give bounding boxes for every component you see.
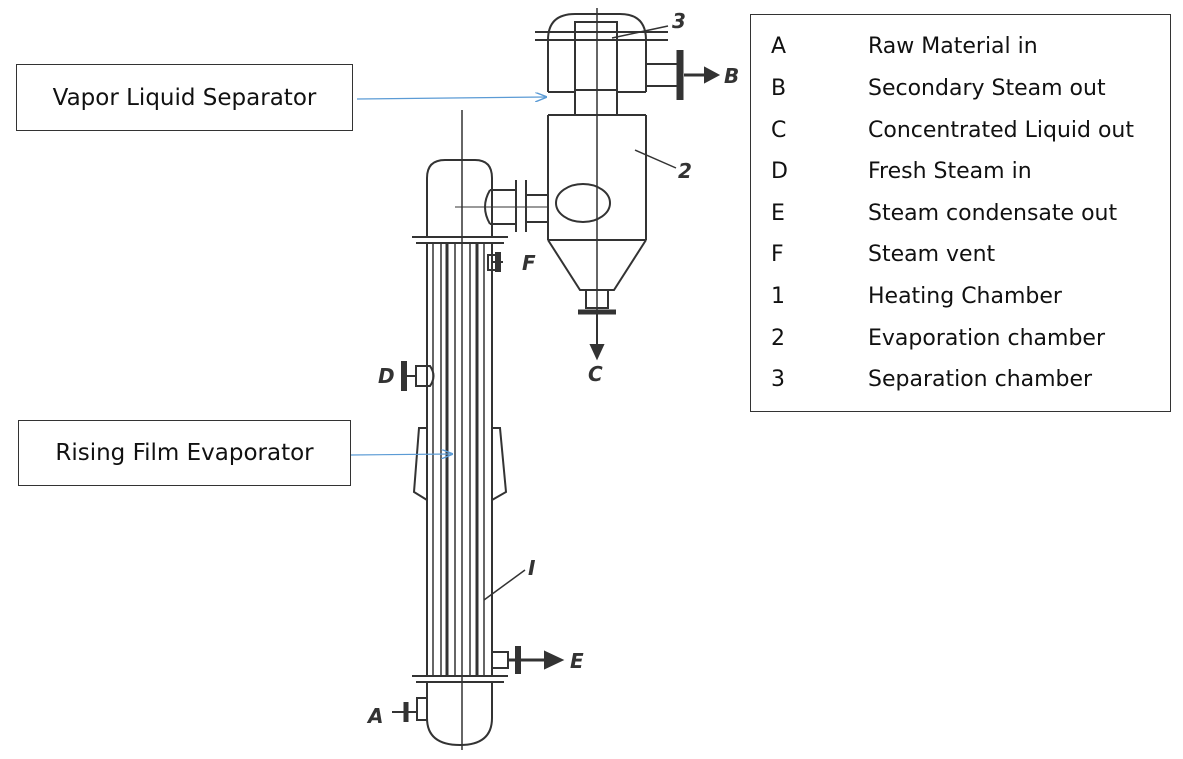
callout-arrow-evaporator bbox=[350, 454, 452, 455]
callout-rising-film-evaporator: Rising Film Evaporator bbox=[18, 420, 351, 486]
legend-row-3: 3 Separation chamber bbox=[751, 365, 1170, 395]
leader-1 bbox=[483, 569, 526, 601]
legend-desc: Secondary Steam out bbox=[868, 76, 1106, 101]
legend-row-1: 1 Heating Chamber bbox=[751, 282, 1170, 312]
label-2: 2 bbox=[678, 159, 692, 183]
heating-chamber-top-cap bbox=[412, 159, 508, 244]
callout-arrow-separator bbox=[356, 97, 546, 99]
connecting-pipe bbox=[455, 180, 549, 232]
legend-key: 2 bbox=[771, 326, 785, 351]
legend-key: F bbox=[771, 242, 784, 267]
legend-desc: Separation chamber bbox=[868, 367, 1093, 392]
label-e: E bbox=[570, 649, 584, 673]
legend-row-a: A Raw Material in bbox=[751, 32, 1170, 62]
legend-key: E bbox=[771, 201, 785, 226]
legend-desc: Raw Material in bbox=[868, 34, 1038, 59]
support-lug-right bbox=[491, 427, 508, 501]
legend-desc: Heating Chamber bbox=[868, 284, 1062, 309]
nozzle-e bbox=[491, 646, 565, 674]
legend-desc: Concentrated Liquid out bbox=[868, 118, 1134, 143]
legend-desc: Evaporation chamber bbox=[868, 326, 1105, 351]
label-1: I bbox=[528, 556, 536, 580]
legend-key: 1 bbox=[771, 284, 785, 309]
label-3: 3 bbox=[672, 9, 686, 33]
label-f: F bbox=[522, 251, 536, 275]
legend-desc: Steam vent bbox=[868, 242, 996, 267]
legend-key: A bbox=[771, 34, 787, 59]
legend-row-2: 2 Evaporation chamber bbox=[751, 324, 1170, 354]
legend-key: 3 bbox=[771, 367, 785, 392]
callout-rising-film-evaporator-text: Rising Film Evaporator bbox=[55, 440, 314, 466]
label-a: A bbox=[366, 704, 383, 728]
nozzle-a bbox=[392, 697, 428, 722]
legend-row-e: E Steam condensate out bbox=[751, 199, 1170, 229]
legend-row-c: C Concentrated Liquid out bbox=[751, 116, 1170, 146]
separator-vessel bbox=[535, 8, 668, 361]
legend-row-f: F Steam vent bbox=[751, 240, 1170, 270]
vent-f bbox=[487, 252, 503, 272]
leader-2 bbox=[634, 149, 677, 169]
legend-desc: Steam condensate out bbox=[868, 201, 1118, 226]
label-d: D bbox=[378, 364, 395, 388]
legend-row-d: D Fresh Steam in bbox=[751, 157, 1170, 187]
legend-box: A Raw Material in B Secondary Steam out … bbox=[750, 14, 1171, 412]
bottom-head bbox=[412, 675, 508, 747]
nozzle-d bbox=[401, 361, 435, 391]
legend-key: D bbox=[771, 159, 788, 184]
outlet-b bbox=[645, 50, 721, 100]
label-c: C bbox=[588, 362, 603, 386]
legend-desc: Fresh Steam in bbox=[868, 159, 1032, 184]
label-b: B bbox=[724, 64, 739, 88]
tube-bundle bbox=[426, 243, 493, 676]
legend-row-b: B Secondary Steam out bbox=[751, 74, 1170, 104]
leader-3 bbox=[611, 25, 669, 39]
support-lug-left bbox=[412, 427, 428, 501]
legend-key: C bbox=[771, 118, 787, 143]
callout-vapor-liquid-separator-text: Vapor Liquid Separator bbox=[52, 84, 317, 111]
callout-vapor-liquid-separator: Vapor Liquid Separator bbox=[16, 64, 353, 131]
legend-key: B bbox=[771, 76, 787, 101]
